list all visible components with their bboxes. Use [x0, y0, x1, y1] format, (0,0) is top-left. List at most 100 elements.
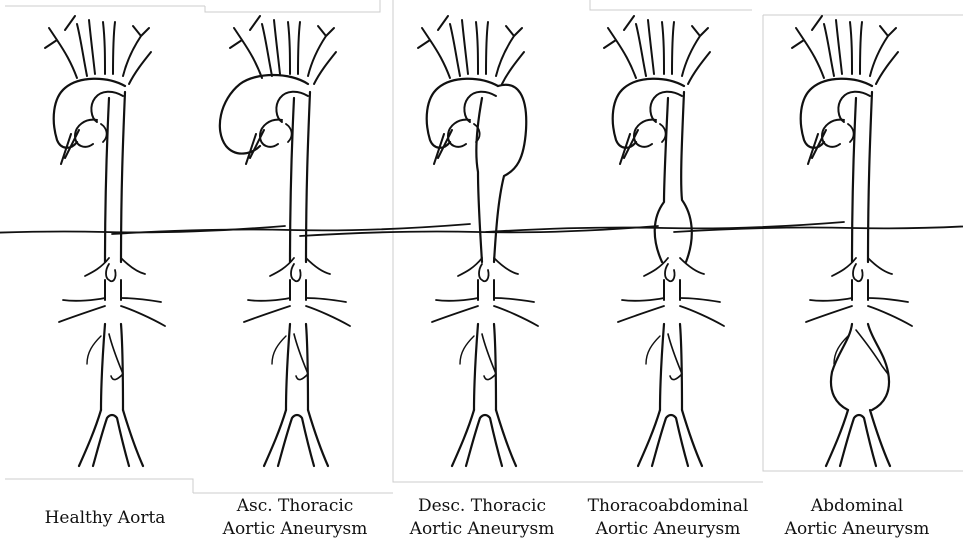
left-carotid-vessel: [262, 20, 280, 76]
superior-mesenteric-root: [291, 264, 301, 281]
suprarenal-segment: [105, 280, 121, 300]
caption-asc-thoracic: Asc. Thoracic Aortic Aneurysm: [197, 495, 393, 541]
mid-branch-vessel: [662, 22, 674, 74]
aortic-arch-outer: [613, 79, 684, 148]
common-iliac-outer: [826, 410, 890, 466]
superior-mesenteric-root: [479, 264, 489, 281]
aorta-asc-thoracic: [112, 16, 470, 466]
infrarenal-aorta-left: [660, 324, 664, 410]
diaphragm-line: [0, 226, 285, 236]
mid-branch-vessel: [850, 22, 862, 74]
frame-asc: [193, 0, 393, 493]
superior-mesenteric-root: [665, 264, 675, 281]
right-branch-vessel: [496, 26, 522, 76]
suprarenal-segment: [664, 280, 680, 300]
infrarenal-aorta-left: [101, 324, 105, 410]
mid-branch-vessel: [288, 22, 300, 74]
aortic-root: [808, 120, 844, 164]
infrarenal-aorta-right: [306, 324, 308, 410]
right-renal-artery: [868, 298, 912, 326]
right-subclavian-vessel: [876, 52, 898, 84]
common-iliac-outer: [264, 410, 328, 466]
lumbar-branch: [646, 336, 660, 364]
right-subclavian-vessel: [688, 52, 710, 84]
left-branch-vessel: [230, 16, 262, 78]
caption-abdominal: Abdominal Aortic Aneurysm: [758, 495, 956, 541]
aortic-valve-curl: [660, 124, 666, 142]
aortic-valve-curl: [101, 124, 107, 142]
superior-mesenteric-root: [853, 264, 863, 281]
suprarenal-segment: [290, 280, 306, 300]
left-carotid-vessel: [77, 20, 95, 76]
suprarenal-segment: [478, 280, 494, 300]
caption-asc-line2: Aortic Aneurysm: [197, 518, 393, 541]
caption-asc-line1: Asc. Thoracic: [197, 495, 393, 518]
left-renal-artery: [432, 298, 478, 322]
caption-healthy-line1: Healthy Aorta: [5, 507, 205, 530]
right-branch-vessel: [682, 26, 708, 76]
aortic-arch-outer: [427, 79, 498, 148]
common-iliac-outer: [638, 410, 702, 466]
aortic-root: [434, 120, 470, 164]
frame-abdominal: [763, 15, 963, 471]
panel-frames: [5, 0, 963, 493]
caption-thoracoabdominal: Thoracoabdominal Aortic Aneurysm: [570, 495, 766, 541]
lumbar-branch: [272, 336, 286, 364]
superior-mesenteric-root: [106, 264, 116, 281]
infrarenal-aorta-right: [680, 324, 682, 410]
mid-branch-vessel: [476, 22, 488, 74]
descending-aorta-right: [868, 92, 872, 262]
left-carotid-vessel: [824, 20, 842, 76]
right-branch-vessel: [123, 26, 149, 76]
right-subclavian-vessel: [502, 52, 524, 84]
left-renal-artery: [618, 298, 664, 322]
left-renal-artery: [59, 298, 105, 322]
infrarenal-aorta-right: [494, 324, 496, 410]
aortic-arch-outer: [54, 79, 125, 148]
right-branch-vessel: [308, 26, 334, 76]
thoracoabdominal-aneurysm-right: [681, 92, 692, 262]
aortic-root: [620, 120, 656, 164]
right-renal-artery: [494, 298, 538, 326]
aorta-thoracoabdominal: [486, 16, 844, 466]
aortic-root: [246, 120, 282, 164]
left-branch-vessel: [792, 16, 824, 78]
right-renal-artery: [306, 298, 350, 326]
caption-thoraco-line2: Aortic Aneurysm: [570, 518, 766, 541]
ascending-aneurysm-outer: [220, 75, 308, 154]
aorta-desc-thoracic: [300, 16, 658, 466]
aortic-root: [61, 120, 97, 164]
infrarenal-aorta-left: [474, 324, 478, 410]
common-iliac-inner: [93, 415, 129, 466]
caption-desc-line1: Desc. Thoracic: [384, 495, 580, 518]
aortic-valve-curl: [848, 124, 854, 142]
descending-aorta-left: [105, 98, 109, 262]
common-iliac-outer: [79, 410, 143, 466]
common-iliac-outer: [452, 410, 516, 466]
infrarenal-aorta-left: [286, 324, 290, 410]
caption-abdominal-line2: Aortic Aneurysm: [758, 518, 956, 541]
caption-desc-line2: Aortic Aneurysm: [384, 518, 580, 541]
descending-aorta-right: [121, 92, 125, 262]
left-carotid-vessel: [636, 20, 654, 76]
aortic-arch-outer: [801, 79, 872, 148]
mid-branch-vessel: [103, 22, 115, 74]
abdominal-aneurysm-right: [868, 324, 889, 410]
common-iliac-inner: [278, 415, 314, 466]
right-subclavian-vessel: [314, 52, 336, 84]
lumbar-branch: [87, 336, 101, 364]
caption-desc-thoracic: Desc. Thoracic Aortic Aneurysm: [384, 495, 580, 541]
caption-thoraco-line1: Thoracoabdominal: [570, 495, 766, 518]
aortic-valve-curl: [286, 124, 292, 142]
caption-healthy: Healthy Aorta: [5, 507, 205, 530]
common-iliac-inner: [840, 415, 876, 466]
abdominal-aneurysm-left: [831, 324, 852, 410]
left-branch-vessel: [604, 16, 636, 78]
left-branch-vessel: [418, 16, 450, 78]
frame-desc: [393, 0, 577, 482]
infrarenal-aorta-right: [121, 324, 123, 410]
descending-aorta-left: [290, 98, 294, 262]
left-renal-artery: [244, 298, 290, 322]
